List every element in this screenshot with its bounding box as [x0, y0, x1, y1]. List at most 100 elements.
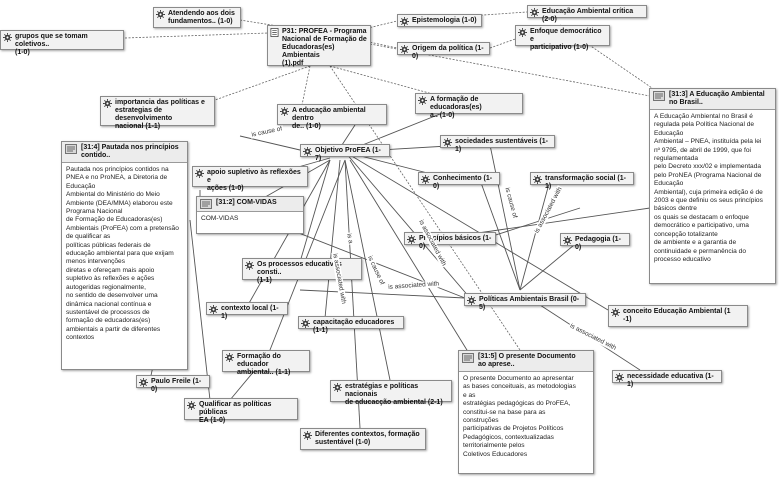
quotation-text: Pautada nos princípios contidos na PNEA …: [66, 166, 179, 342]
code-icon: [443, 138, 452, 147]
code-grupos[interactable]: grupos que se tomam coletivos.. (1-0): [0, 30, 124, 56]
quotation-icon: [653, 91, 665, 101]
quotation-31-2[interactable]: [31:2] COM-VIDAS COM-VIDAS: [196, 196, 304, 234]
edge: [344, 151, 471, 299]
code-principios[interactable]: Princípios básicos (1-0): [404, 232, 496, 250]
code-icon: [615, 373, 624, 382]
code-icon: [225, 353, 234, 362]
edge: [479, 179, 521, 291]
code-label: Educação Ambiental crítica (2-0): [542, 8, 634, 23]
code-icon: [467, 296, 476, 305]
code-qualificar[interactable]: Qualificar as políticas públicas EA (1-0…: [184, 398, 298, 424]
code-ea-critica[interactable]: Educação Ambiental crítica (2-0): [527, 5, 647, 23]
code-icon: [400, 17, 409, 26]
edge: [519, 179, 551, 291]
code-icon: [156, 10, 165, 19]
quotation-31-5[interactable]: [31:5] O presente Documento ao aprese.. …: [458, 350, 594, 474]
edge: [299, 289, 466, 299]
code-label: Políticas Ambientais Brasil (0-5): [479, 296, 580, 311]
code-label: contexto local (1-1): [221, 305, 279, 320]
code-icon: [209, 305, 218, 314]
code-contexto[interactable]: contexto local (1-1): [206, 302, 288, 320]
code-label: Epistemologia (1-0): [412, 17, 477, 24]
code-estrategias[interactable]: estratégias e políticas nacionais de edu…: [330, 380, 452, 406]
code-conceito[interactable]: conceito Educação Ambiental (1 -1): [608, 305, 748, 327]
code-apoio[interactable]: apoio supletivo às reflexões e ações (1-…: [192, 166, 308, 192]
code-label: grupos que se tomam coletivos.. (1-0): [15, 33, 88, 56]
quotation-title: [31:3] A Educação Ambiental no Brasil..: [669, 91, 765, 106]
quotation-31-4[interactable]: [31:4] Pautada nos princípios contido.. …: [61, 141, 188, 370]
edge: [489, 37, 519, 49]
quotation-text: O presente Documento ao apresentar as ba…: [463, 375, 576, 458]
quotation-header: [31:2] COM-VIDAS: [197, 197, 303, 212]
edge: [344, 159, 391, 381]
code-label: Origem da política (1-0): [412, 45, 484, 60]
code-atendendo[interactable]: Atendendo aos dois fundamentos.. (1-0): [153, 7, 241, 28]
code-epistemologia[interactable]: Epistemologia (1-0): [397, 14, 482, 27]
code-icon: [187, 401, 196, 410]
code-origem[interactable]: Origem da política (1-0): [397, 42, 490, 60]
code-label: Diferentes contextos, formação sustentáv…: [315, 431, 420, 446]
quotation-header: [31:5] O presente Documento ao aprese..: [459, 351, 593, 372]
code-formacao-educadoras[interactable]: A formação de educadoras(es) a.. (1-0): [415, 93, 523, 119]
code-diferentes[interactable]: Diferentes contextos, formação sustentáv…: [300, 428, 426, 450]
edge: [359, 20, 398, 31]
code-label: Conhecimento (1-0): [433, 175, 493, 190]
code-ea-dentro[interactable]: A educação ambiental dentro de.. (1-0): [277, 104, 387, 130]
code-icon: [518, 28, 527, 37]
code-paulo[interactable]: Paulo Freile (1-0): [136, 375, 210, 393]
edge: [239, 135, 301, 151]
code-icon: [303, 431, 312, 440]
code-icon: [533, 175, 542, 184]
edge: [489, 144, 521, 291]
quotation-text: COM-VIDAS: [201, 215, 239, 222]
edge: [359, 39, 398, 49]
code-icon: [103, 99, 112, 108]
code-label: Qualificar as políticas públicas EA (1-0…: [199, 401, 272, 424]
edge: [229, 369, 256, 401]
code-icon: [301, 319, 310, 328]
code-politicas[interactable]: Políticas Ambientais Brasil (0-5): [464, 293, 586, 311]
code-label: P31: PROFEA - Programa Nacional de Forma…: [282, 28, 367, 67]
code-icon: [139, 378, 148, 387]
document-p31[interactable]: P31: PROFEA - Programa Nacional de Forma…: [267, 25, 371, 67]
code-sociedades[interactable]: sociedades sustentáveis (1-1): [440, 135, 555, 153]
code-label: transformação social (1-1): [545, 175, 626, 190]
code-enfoque[interactable]: Enfoque democrático e participativo (1-0…: [515, 25, 610, 51]
code-objetivo[interactable]: Objetivo ProFEA (1-7): [300, 144, 390, 162]
code-label: A formação de educadoras(es) a.. (1-0): [430, 96, 482, 119]
code-label: necessidade educativa (1-1): [627, 373, 714, 388]
code-necessidade[interactable]: necessidade educativa (1-1): [612, 370, 722, 388]
quotation-31-3[interactable]: [31:3] A Educação Ambiental no Brasil.. …: [649, 88, 776, 284]
code-label: conceito Educação Ambiental (1 -1): [623, 308, 731, 323]
quotation-title: [31:5] O presente Documento ao aprese..: [478, 353, 576, 368]
code-processos[interactable]: Os processos educativos consti.. (1-1): [242, 258, 362, 284]
code-pedagogia[interactable]: Pedagogia (1-0): [560, 233, 630, 251]
edge: [519, 239, 581, 291]
edge: [301, 65, 311, 106]
code-conhecimento[interactable]: Conhecimento (1-0): [418, 172, 500, 190]
quotation-icon: [200, 199, 212, 209]
code-icon: [333, 383, 342, 392]
code-formacao-educador[interactable]: Formação do educador ambiental.. (1-1): [222, 350, 310, 376]
code-label: Os processos educativos consti.. (1-1): [257, 261, 342, 284]
quotation-title: [31:4] Pautada nos princípios contido..: [81, 144, 179, 159]
edge: [189, 219, 211, 401]
quotation-icon: [65, 144, 77, 154]
code-capacitacao[interactable]: capacitação educadores (1-1): [298, 316, 404, 334]
quotation-title: [31:2] COM-VIDAS: [216, 199, 277, 206]
code-icon: [407, 235, 416, 244]
document-icon: [270, 28, 279, 37]
code-transformacao[interactable]: transformação social (1-1): [530, 172, 634, 190]
code-label: Enfoque democrático e participativo (1-0…: [530, 28, 602, 51]
code-importancia[interactable]: importancia das políticas e estrategias …: [100, 96, 215, 130]
code-icon: [280, 107, 289, 116]
code-icon: [400, 45, 409, 54]
code-label: importancia das políticas e estrategias …: [115, 99, 205, 130]
edge: [124, 32, 269, 39]
code-label: Formação do educador ambiental.. (1-1): [237, 353, 291, 376]
edge: [329, 65, 441, 97]
code-label: estratégias e políticas nacionais de edu…: [345, 383, 443, 406]
edge: [299, 159, 331, 263]
code-icon: [303, 147, 312, 156]
